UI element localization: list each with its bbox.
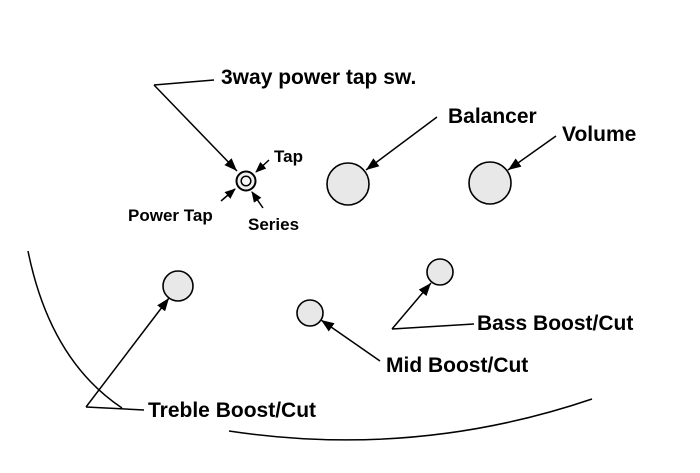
treble-arrow [85,297,170,408]
treble-boost-cut-label: Treble Boost/Cut [148,399,317,422]
bass-leader-line [391,323,475,330]
switch-title-label: 3way power tap sw. [221,66,417,89]
bass-boost-cut-label: Bass Boost/Cut [477,312,634,335]
volume-label: Volume [562,123,637,146]
body-outline-upper-curve [27,250,123,409]
body-outline-lower-curve [228,398,593,441]
volume-knob [468,161,512,205]
tap-position-label: Tap [274,147,303,166]
mid-knob [296,299,324,327]
title-arrow-to-switch [153,84,238,172]
volume-arrow [507,135,557,171]
series-arrow [251,191,264,209]
bass-arrow [391,282,432,330]
balancer-label: Balancer [448,105,537,128]
balancer-arrow [365,116,438,171]
power-tap-switch-inner [240,175,252,187]
bass-knob [426,258,454,286]
mid-boost-cut-label: Mid Boost/Cut [386,354,529,377]
treble-leader-line [85,406,145,411]
title-leader-line [153,79,215,86]
tap-arrow [255,159,270,173]
series-position-label: Series [248,215,300,234]
power-tap-arrow [220,188,236,202]
treble-knob [162,270,194,302]
power-tap-position-label: Power Tap [128,206,213,225]
mid-arrow [320,319,381,362]
balancer-knob [326,162,370,206]
